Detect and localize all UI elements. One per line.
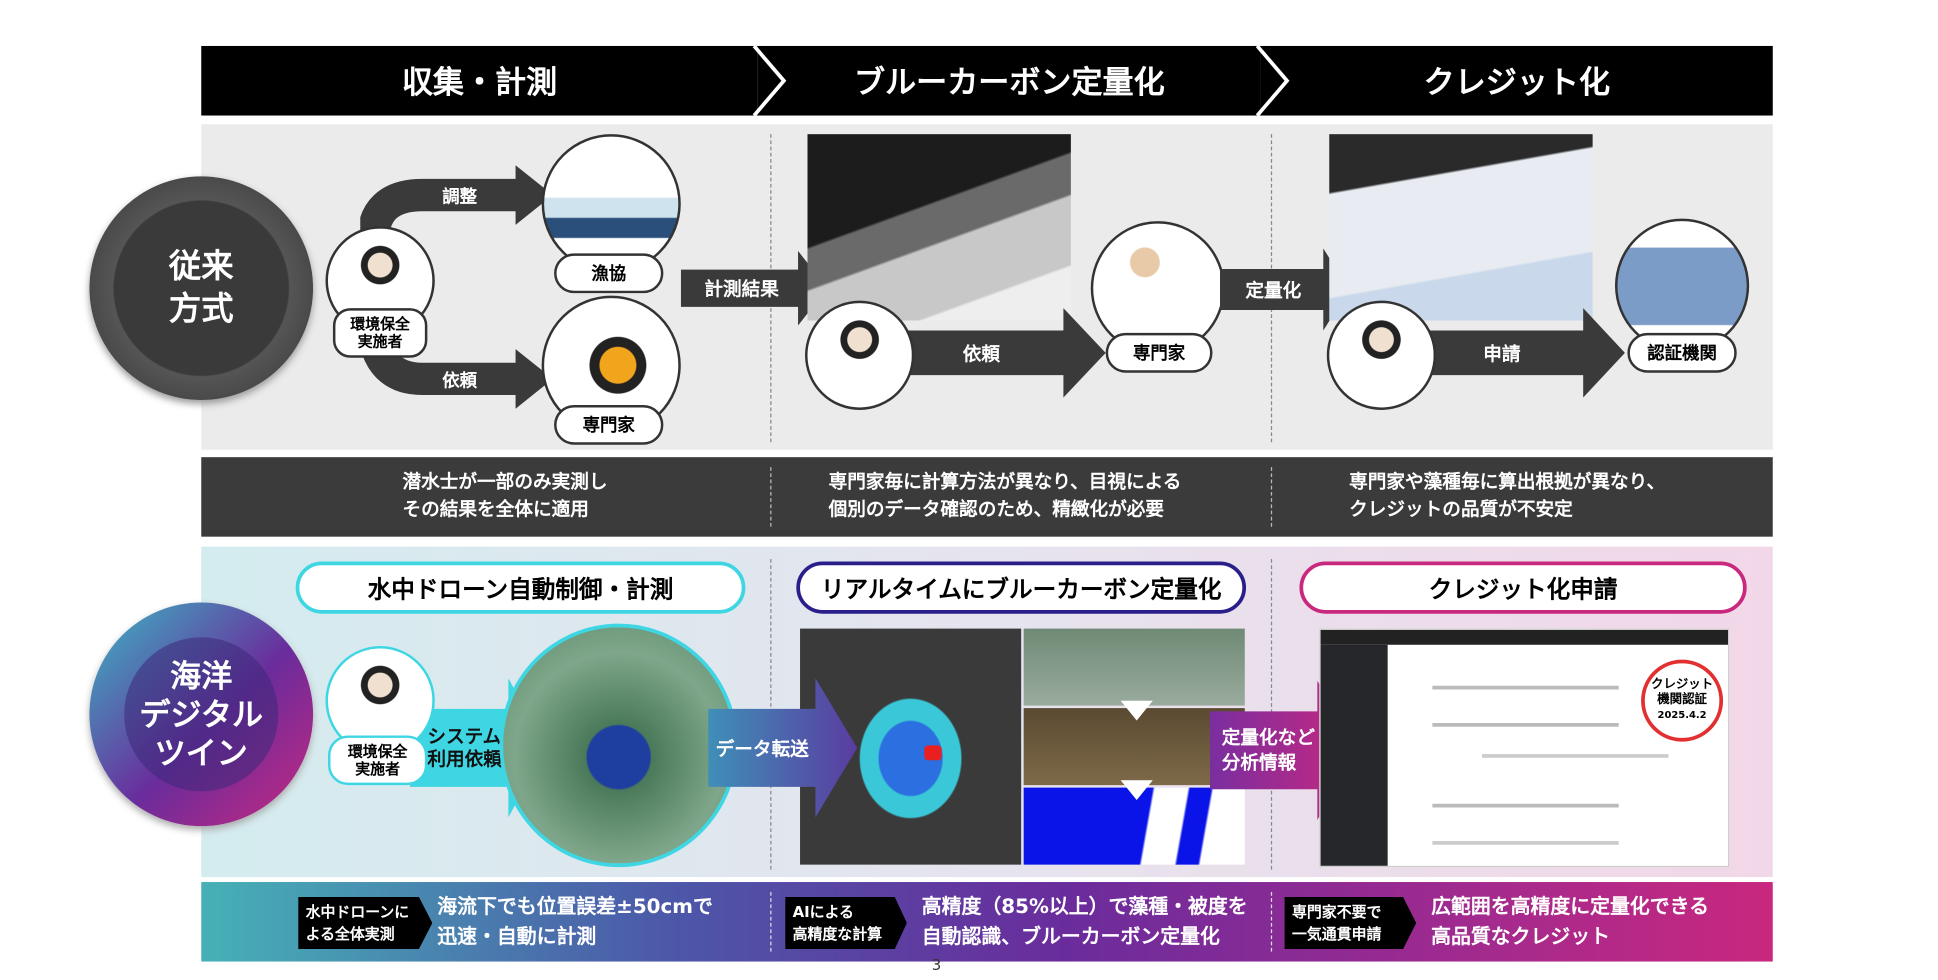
arrow-label: 定量化など bbox=[1221, 726, 1315, 750]
down-triangle-icon bbox=[1120, 700, 1153, 721]
certification-building-image bbox=[1614, 218, 1750, 353]
certification-body-label: 認証機関 bbox=[1627, 332, 1737, 373]
benefit-line: 広範囲を高精度に定量化できる bbox=[1431, 894, 1710, 919]
title-realtime-quantify: リアルタイムにブルーカーボン定量化 bbox=[796, 561, 1247, 614]
certification-stamp: クレジット機関認証 2025.4.2 bbox=[1641, 659, 1724, 742]
benefit-text: 高精度（85%以上）で藻種・被度を自動認識、ブルーカーボン定量化 bbox=[922, 892, 1248, 952]
stage-label: クレジット化 bbox=[1423, 64, 1611, 101]
tag-line: 専門家不要で bbox=[1291, 903, 1382, 921]
arrow-label: 定量化 bbox=[1245, 278, 1302, 302]
arrow-label: 分析情報 bbox=[1221, 751, 1297, 774]
digital-twin-badge: 海洋デジタルツイン bbox=[89, 602, 314, 827]
badge-text: 海洋 bbox=[170, 657, 233, 694]
badge-text: デジタル bbox=[139, 696, 264, 733]
app-sidebar bbox=[1320, 644, 1388, 866]
segmentation-result bbox=[1023, 787, 1245, 865]
fishing-coop-label: 漁協 bbox=[554, 253, 664, 294]
operator-avatar bbox=[805, 300, 915, 410]
benefits-band: 水中ドローンによる全体実測 海流下でも位置誤差±50cmで迅速・自動に計測 AI… bbox=[201, 882, 1773, 962]
document-text-lines bbox=[1432, 685, 1619, 690]
stamp-date: 2025.4.2 bbox=[1657, 709, 1707, 721]
badge-text: 方式 bbox=[168, 290, 234, 328]
arrow-label: データ転送 bbox=[715, 737, 809, 760]
benefit-line: 高精度（85%以上）で藻種・被度を bbox=[921, 894, 1248, 919]
title-drone-control: 水中ドローン自動制御・計測 bbox=[295, 561, 746, 614]
arrow-label: 計測結果 bbox=[704, 277, 779, 301]
badge-text: ツイン bbox=[154, 734, 248, 771]
meeting-documents-photo bbox=[1329, 134, 1593, 321]
badge-text: 従来 bbox=[168, 248, 234, 286]
benefit-text: 広範囲を高精度に定量化できる高品質なクレジット bbox=[1431, 892, 1709, 952]
arrow-label: 申請 bbox=[1483, 342, 1521, 365]
seabed-photo bbox=[1023, 628, 1245, 706]
benefit-tag: 水中ドローンによる全体実測 bbox=[298, 896, 433, 950]
benefit-line: 迅速・自動に計測 bbox=[437, 924, 597, 948]
stage-label: 収集・計測 bbox=[401, 64, 558, 101]
tag-line: 一気通貫申請 bbox=[1291, 925, 1382, 943]
operator-label: 環境保全実施者 bbox=[327, 735, 428, 786]
issues-band: 潜水士が一部のみ実測しその結果を全体に適用 専門家毎に計算方法が異なり、目視によ… bbox=[201, 457, 1773, 537]
expert-label: 専門家 bbox=[1105, 332, 1213, 373]
issue-line: クレジットの品質が不安定 bbox=[1349, 498, 1573, 521]
stamp-text: クレジット bbox=[1651, 678, 1714, 692]
label-text: 実施者 bbox=[357, 332, 403, 351]
divider bbox=[1270, 891, 1273, 952]
label-text: 環境保全 bbox=[350, 315, 410, 333]
issue-line: 専門家や藻種毎に算出根拠が異なり、 bbox=[1349, 470, 1666, 494]
tag-line: 水中ドローンに bbox=[305, 903, 410, 921]
arrow-label-request: 依頼 bbox=[442, 371, 478, 392]
issue-collect: 潜水士が一部のみ実測しその結果を全体に適用 bbox=[403, 468, 608, 523]
stage-header-collect: 収集・計測 bbox=[201, 45, 758, 116]
issue-quantify: 専門家毎に計算方法が異なり、目視による個別のデータ確認のため、精緻化が必要 bbox=[829, 468, 1182, 523]
chevron-right-icon bbox=[752, 45, 787, 116]
divider bbox=[1270, 467, 1273, 527]
issue-line: その結果を全体に適用 bbox=[402, 498, 589, 521]
diver-expert-label: 専門家 bbox=[554, 404, 664, 445]
drone-position-marker bbox=[924, 745, 942, 761]
fishing-boat-image bbox=[541, 134, 681, 274]
benefit-text: 海流下でも位置誤差±50cmで迅速・自動に計測 bbox=[437, 892, 713, 952]
label-text: 環境保全 bbox=[347, 742, 408, 761]
divider bbox=[770, 891, 772, 952]
conventional-method-badge: 従来方式 bbox=[89, 176, 314, 401]
arrow-label: 利用依頼 bbox=[427, 747, 502, 771]
operator-avatar bbox=[1326, 300, 1437, 410]
benefit-line: 高品質なクレジット bbox=[1431, 924, 1611, 948]
issue-line: 専門家毎に計算方法が異なり、目視による bbox=[828, 470, 1182, 494]
stage-header-quantify: ブルーカーボン定量化 bbox=[757, 45, 1261, 116]
benefit-tag: AIによる高精度な計算 bbox=[785, 896, 907, 950]
divider bbox=[770, 467, 772, 527]
issue-credit: 専門家や藻種毎に算出根拠が異なり、クレジットの品質が不安定 bbox=[1349, 468, 1665, 523]
tag-line: 高精度な計算 bbox=[792, 925, 883, 943]
issue-line: 潜水士が一部のみ実測し bbox=[402, 470, 608, 494]
arrow-label-coordinate: 調整 bbox=[442, 187, 478, 208]
title-credit-application: クレジット化申請 bbox=[1299, 561, 1747, 614]
app-topbar bbox=[1320, 629, 1729, 645]
underwater-drone-photo bbox=[499, 623, 738, 868]
page-number: 3 bbox=[931, 956, 942, 974]
arrow-label: 依頼 bbox=[962, 342, 1001, 365]
benefit-line: 自動認識、ブルーカーボン定量化 bbox=[921, 924, 1220, 948]
arrow-label: システム bbox=[427, 725, 502, 748]
benefit-tag: 専門家不要で一気通貫申請 bbox=[1284, 896, 1417, 950]
seagrass-photo bbox=[1023, 708, 1245, 786]
tag-line: AIによる bbox=[792, 903, 854, 921]
credit-application-screen: クレジット機関認証 2025.4.2 bbox=[1319, 628, 1730, 868]
tag-line: よる全体実測 bbox=[305, 925, 395, 943]
down-triangle-icon bbox=[1120, 780, 1153, 801]
issue-line: 個別のデータ確認のため、精緻化が必要 bbox=[828, 498, 1165, 521]
chevron-right-icon bbox=[1255, 45, 1290, 116]
stamp-text: 機関認証 bbox=[1657, 693, 1707, 707]
label-text: 実施者 bbox=[355, 760, 401, 778]
operator-label: 環境保全実施者 bbox=[332, 308, 428, 358]
laptop-typing-photo bbox=[807, 134, 1071, 321]
benefit-line: 海流下でも位置誤差±50cmで bbox=[437, 894, 713, 919]
stage-header-credit: クレジット化 bbox=[1260, 45, 1773, 116]
stage-label: ブルーカーボン定量化 bbox=[854, 64, 1165, 101]
